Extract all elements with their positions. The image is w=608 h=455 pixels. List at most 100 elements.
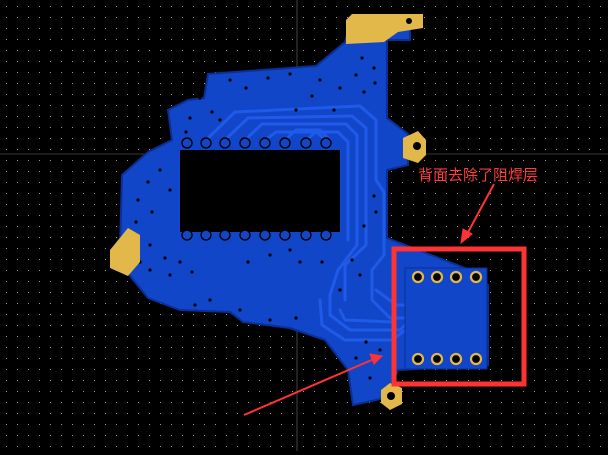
grid-dot [149, 369, 150, 370]
via [184, 130, 188, 134]
grid-dot [424, 127, 425, 128]
via [198, 96, 202, 100]
grid-dot [83, 182, 84, 183]
grid-dot [413, 6, 414, 7]
grid-dot [446, 6, 447, 7]
grid-dot [226, 28, 227, 29]
grid-dot [292, 380, 293, 381]
grid-dot [83, 61, 84, 62]
grid-dot [39, 358, 40, 359]
grid-dot [61, 402, 62, 403]
grid-dot [512, 160, 513, 161]
grid-dot [391, 193, 392, 194]
grid-dot [501, 380, 502, 381]
grid-dot [28, 336, 29, 337]
grid-dot [127, 28, 128, 29]
grid-dot [61, 204, 62, 205]
grid-dot [325, 446, 326, 447]
grid-dot [578, 17, 579, 18]
grid-dot [193, 325, 194, 326]
grid-dot [160, 28, 161, 29]
grid-dot [479, 259, 480, 260]
grid-dot [534, 72, 535, 73]
grid-dot [50, 215, 51, 216]
grid-dot [259, 17, 260, 18]
grid-dot [424, 28, 425, 29]
grid-dot [28, 50, 29, 51]
grid-dot [160, 336, 161, 337]
grid-dot [17, 6, 18, 7]
grid-dot [589, 116, 590, 117]
grid-dot [226, 391, 227, 392]
component-footprint[interactable] [404, 267, 488, 370]
grid-dot [578, 226, 579, 227]
grid-dot [512, 402, 513, 403]
grid-dot [171, 72, 172, 73]
grid-dot [171, 413, 172, 414]
grid-dot [149, 446, 150, 447]
grid-dot [50, 314, 51, 315]
grid-dot [501, 336, 502, 337]
grid-dot [446, 94, 447, 95]
grid-dot [314, 6, 315, 7]
grid-dot [600, 435, 601, 436]
grid-dot [523, 72, 524, 73]
grid-dot [534, 138, 535, 139]
grid-dot [226, 380, 227, 381]
grid-dot [39, 413, 40, 414]
grid-dot [83, 435, 84, 436]
grid-dot [512, 83, 513, 84]
grid-dot [28, 193, 29, 194]
grid-dot [303, 358, 304, 359]
grid-dot [512, 171, 513, 172]
grid-dot [204, 61, 205, 62]
pcb-board[interactable] [110, 14, 489, 410]
grid-dot [259, 380, 260, 381]
grid-dot [556, 446, 557, 447]
grid-dot [281, 446, 282, 447]
grid-dot [270, 380, 271, 381]
grid-dot [512, 281, 513, 282]
grid-dot [534, 380, 535, 381]
grid-dot [556, 314, 557, 315]
grid-dot [61, 369, 62, 370]
grid-dot [545, 83, 546, 84]
grid-dot [6, 193, 7, 194]
grid-dot [512, 369, 513, 370]
grid-dot [314, 358, 315, 359]
grid-dot [567, 204, 568, 205]
grid-dot [435, 424, 436, 425]
grid-dot [446, 380, 447, 381]
grid-dot [182, 446, 183, 447]
grid-dot [457, 182, 458, 183]
grid-dot [512, 138, 513, 139]
grid-dot [83, 380, 84, 381]
grid-dot [479, 28, 480, 29]
grid-dot [600, 28, 601, 29]
grid-dot [446, 61, 447, 62]
grid-dot [28, 325, 29, 326]
grid-dot [600, 413, 601, 414]
grid-dot [83, 303, 84, 304]
grid-dot [94, 391, 95, 392]
grid-dot [501, 226, 502, 227]
grid-dot [28, 61, 29, 62]
grid-dot [72, 215, 73, 216]
grid-dot [446, 193, 447, 194]
grid-dot [160, 413, 161, 414]
grid-dot [600, 424, 601, 425]
grid-dot [39, 17, 40, 18]
grid-dot [94, 380, 95, 381]
grid-dot [127, 325, 128, 326]
footprint-pads-bottom [411, 352, 483, 366]
grid-dot [534, 270, 535, 271]
footprint-pads-top [411, 270, 483, 284]
grid-dot [127, 424, 128, 425]
grid-dot [127, 94, 128, 95]
grid-dot [600, 204, 601, 205]
grid-dot [336, 380, 337, 381]
grid-dot [556, 171, 557, 172]
grid-dot [248, 39, 249, 40]
grid-dot [435, 116, 436, 117]
